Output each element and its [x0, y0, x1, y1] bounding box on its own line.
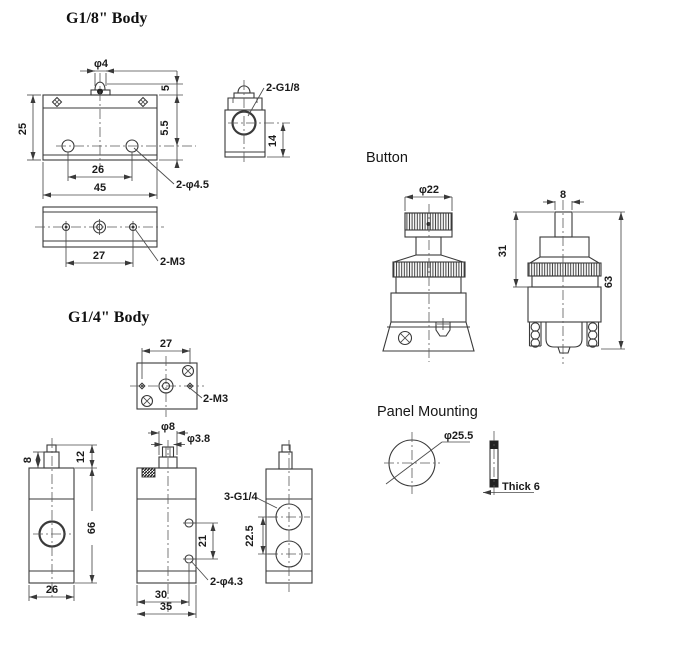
- corner-screw-bl: [140, 394, 154, 408]
- stem-cap: [281, 444, 291, 453]
- dim-phi38: φ3.8: [187, 433, 210, 445]
- g18-top-view: 27 2-M3: [35, 206, 185, 268]
- housing: [390, 292, 467, 323]
- callout-2-phi45: 2-φ4.5: [176, 179, 209, 191]
- button-front-view: φ22: [382, 184, 475, 362]
- dim-phi8: φ8: [161, 421, 175, 433]
- dim-5: 5: [160, 85, 172, 91]
- g14-right-view: 3-G1/4 22.5: [224, 440, 313, 592]
- stem: [278, 451, 293, 470]
- g18-side-view: 2-G1/8 14: [224, 80, 300, 164]
- dim-25: 25: [17, 123, 29, 135]
- housing: [527, 286, 602, 323]
- upper-housing: [531, 275, 599, 288]
- side-hole-right: [186, 382, 194, 390]
- panel-mounting-view: φ25.5 Thick 6: [384, 430, 540, 498]
- g18-body-title: G1/8" Body: [66, 10, 147, 27]
- button-title: Button: [366, 150, 408, 166]
- dim-66: 66: [86, 522, 98, 534]
- upper-housing: [395, 276, 462, 294]
- exhaust-marking: [141, 467, 156, 478]
- dim-22-5: 22.5: [244, 525, 256, 546]
- dim-21: 21: [197, 535, 209, 547]
- knob-knurl: [404, 212, 453, 231]
- callout-2-m3: 2-M3: [203, 393, 228, 405]
- side-hole-left: [138, 382, 146, 390]
- base-screw: [397, 330, 413, 346]
- button-side-view: 8 31 63: [497, 189, 625, 364]
- collar: [393, 254, 464, 263]
- collar: [528, 256, 601, 264]
- callout-2-g18: 2-G1/8: [266, 82, 300, 94]
- panel-gasket: [489, 431, 499, 498]
- dim-8: 8: [22, 457, 34, 463]
- dim-45: 45: [94, 182, 106, 194]
- dim-12: 12: [75, 451, 87, 463]
- lock-ring-knurl: [527, 262, 602, 277]
- thread-mount: [528, 322, 600, 354]
- dim-thick6: Thick 6: [502, 481, 540, 493]
- g14-left-view: 8 12 66 26: [22, 438, 98, 601]
- g18-front-view: φ4 25 5 5.5 26 45 2-φ4.5: [17, 58, 209, 199]
- panel-mounting-title: Panel Mounting: [377, 404, 478, 420]
- dim-26: 26: [92, 164, 104, 176]
- dim-phi4: φ4: [94, 58, 109, 70]
- dim-phi22: φ22: [419, 184, 439, 196]
- dim-63: 63: [603, 276, 615, 288]
- base-tab: [435, 321, 451, 337]
- dim-27: 27: [93, 250, 105, 262]
- center-hole: [158, 378, 174, 394]
- dim-26: 26: [46, 584, 58, 596]
- dim-8: 8: [560, 189, 566, 201]
- callout-3-g14: 3-G1/4: [224, 491, 259, 503]
- callout-2-phi43: 2-φ4.3: [210, 576, 243, 588]
- dim-14: 14: [267, 134, 279, 147]
- corner-screw-left: [51, 96, 63, 108]
- dim-phi255: φ25.5: [444, 430, 473, 442]
- dim-30: 30: [155, 589, 167, 601]
- g14-body-title: G1/4" Body: [68, 309, 149, 326]
- g14-top-view: 27 2-M3: [130, 338, 228, 417]
- dim-35: 35: [160, 601, 172, 613]
- dim-31: 31: [497, 245, 509, 257]
- callout-2-m3: 2-M3: [160, 256, 185, 268]
- dim-5-5: 5.5: [159, 120, 171, 135]
- stem: [554, 211, 573, 238]
- corner-screw-right: [137, 96, 149, 108]
- neck: [415, 236, 442, 256]
- step: [539, 236, 590, 258]
- g14-front-view: φ8 φ3.8 21 2-φ4.3 30 35: [136, 421, 243, 618]
- dim-27: 27: [160, 338, 172, 350]
- stem: [43, 451, 60, 469]
- corner-screw-tr: [181, 364, 195, 378]
- base: [382, 321, 475, 352]
- stem-cap: [46, 444, 57, 453]
